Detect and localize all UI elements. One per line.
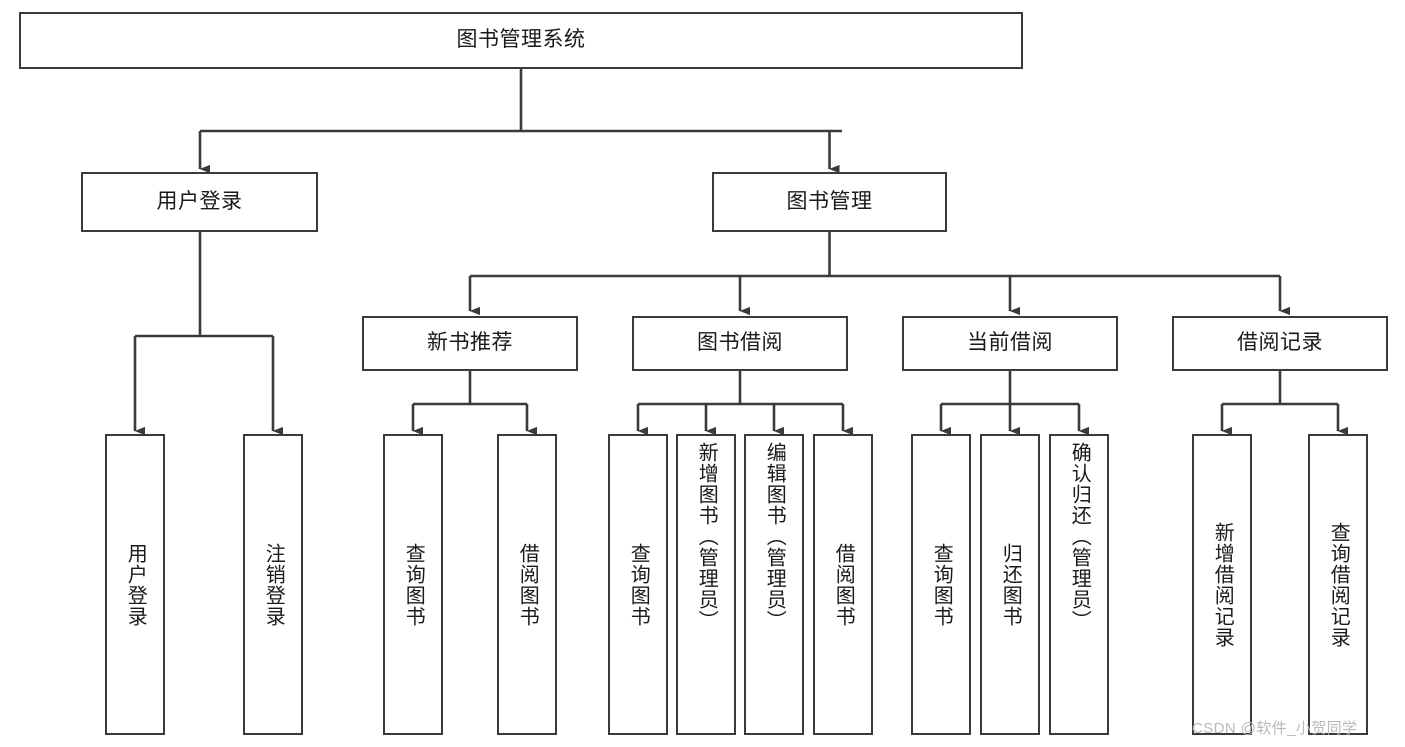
leaf-add-record-label: 新增借阅记录 bbox=[1211, 521, 1234, 648]
node-current-borrow[interactable]: 当前借阅 bbox=[902, 316, 1118, 371]
node-book-borrow-label: 图书借阅 bbox=[697, 331, 783, 355]
leaf-cur-query-book[interactable]: 查询图书 bbox=[911, 434, 971, 735]
leaf-confirm-return-label: 确认归还（管理员） bbox=[1068, 442, 1091, 631]
node-user-login[interactable]: 用户登录 bbox=[81, 172, 318, 232]
leaf-borrow-book-label: 借阅图书 bbox=[832, 542, 855, 627]
leaf-rec-query-book[interactable]: 查询图书 bbox=[383, 434, 443, 735]
node-current-borrow-label: 当前借阅 bbox=[967, 331, 1053, 355]
node-new-book-rec[interactable]: 新书推荐 bbox=[362, 316, 578, 371]
node-root[interactable]: 图书管理系统 bbox=[19, 12, 1023, 69]
leaf-cur-query-book-label: 查询图书 bbox=[930, 542, 953, 627]
leaf-user-login-label: 用户登录 bbox=[124, 542, 147, 627]
leaf-borrow-query-book-label: 查询图书 bbox=[627, 542, 650, 627]
node-book-borrow[interactable]: 图书借阅 bbox=[632, 316, 848, 371]
leaf-logout[interactable]: 注销登录 bbox=[243, 434, 303, 735]
leaf-confirm-return[interactable]: 确认归还（管理员） bbox=[1049, 434, 1109, 735]
leaf-rec-borrow-book[interactable]: 借阅图书 bbox=[497, 434, 557, 735]
node-root-label: 图书管理系统 bbox=[456, 28, 586, 52]
leaf-borrow-book[interactable]: 借阅图书 bbox=[813, 434, 873, 735]
leaf-add-book-label: 新增图书（管理员） bbox=[695, 442, 718, 631]
leaf-borrow-query-book[interactable]: 查询图书 bbox=[608, 434, 668, 735]
node-borrow-record[interactable]: 借阅记录 bbox=[1172, 316, 1388, 371]
leaf-query-record[interactable]: 查询借阅记录 bbox=[1308, 434, 1368, 735]
leaf-rec-borrow-book-label: 借阅图书 bbox=[516, 542, 539, 627]
node-book-manage[interactable]: 图书管理 bbox=[712, 172, 947, 232]
leaf-add-record[interactable]: 新增借阅记录 bbox=[1192, 434, 1252, 735]
node-book-manage-label: 图书管理 bbox=[786, 189, 873, 213]
leaf-query-record-label: 查询借阅记录 bbox=[1327, 521, 1350, 648]
leaf-add-book[interactable]: 新增图书（管理员） bbox=[676, 434, 736, 735]
leaf-return-book[interactable]: 归还图书 bbox=[980, 434, 1040, 735]
leaf-edit-book-label: 编辑图书（管理员） bbox=[763, 442, 786, 631]
leaf-logout-label: 注销登录 bbox=[262, 542, 285, 627]
leaf-user-login[interactable]: 用户登录 bbox=[105, 434, 165, 735]
leaf-return-book-label: 归还图书 bbox=[999, 542, 1022, 627]
node-user-login-label: 用户登录 bbox=[156, 189, 243, 213]
node-new-book-rec-label: 新书推荐 bbox=[427, 331, 513, 355]
node-borrow-record-label: 借阅记录 bbox=[1237, 331, 1323, 355]
watermark: CSDN @软件_小贺同学 bbox=[1192, 720, 1358, 737]
leaf-rec-query-book-label: 查询图书 bbox=[402, 542, 425, 627]
leaf-edit-book[interactable]: 编辑图书（管理员） bbox=[744, 434, 804, 735]
